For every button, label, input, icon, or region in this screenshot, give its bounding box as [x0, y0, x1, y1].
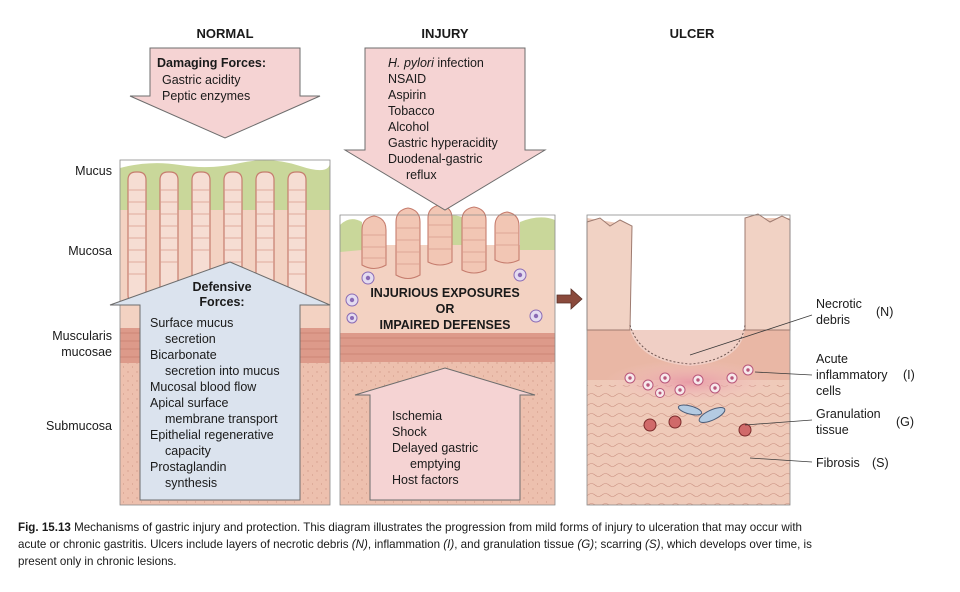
caption-code-g: (G)	[577, 538, 595, 551]
injury-cause-item: Alcohol	[388, 120, 429, 134]
injury-cause-item: NSAID	[388, 72, 426, 86]
host-factor-item: Ischemia	[392, 409, 442, 423]
defensive-forces-title: Forces:	[199, 295, 244, 309]
label-granulation-tissue: tissue	[816, 423, 849, 437]
layer-label-mucosae: mucosae	[61, 345, 112, 359]
label-acute: Acute	[816, 352, 848, 366]
defensive-item: Apical surface	[150, 396, 229, 410]
defensive-item: secretion into mucus	[165, 364, 280, 378]
damaging-forces-title: Damaging Forces:	[157, 56, 266, 70]
injury-cause-item: Gastric hyperacidity	[388, 136, 499, 150]
host-factor-item: emptying	[410, 457, 461, 471]
label-granulation: Granulation	[816, 407, 881, 421]
defensive-item: synthesis	[165, 476, 217, 490]
ulcer-labels: Necrotic debris (N) Acute inflammatory c…	[816, 297, 915, 470]
caption-line: present only in chronic lesions.	[18, 555, 177, 568]
defensive-item: Bicarbonate	[150, 348, 217, 362]
injury-causes-list: NSAID Aspirin Tobacco Alcohol Gastric hy…	[388, 72, 499, 182]
caption-code-n: (N)	[351, 538, 368, 551]
injurious-exposures-label: INJURIOUS EXPOSURES OR IMPAIRED DEFENSES	[370, 286, 519, 332]
defensive-item: capacity	[165, 444, 212, 458]
caption-line: , which develops over time, is	[660, 538, 812, 551]
layer-label-mucosa: Mucosa	[68, 244, 112, 258]
injury-cause-item: Aspirin	[388, 88, 426, 102]
code-g: (G)	[896, 415, 914, 429]
ulcer-tissue-panel	[586, 213, 791, 506]
label-acute-cells: cells	[816, 384, 841, 398]
defensive-item: Mucosal blood flow	[150, 380, 257, 394]
defensive-forces-list: Surface mucus secretion Bicarbonate secr…	[150, 316, 280, 490]
injurious-line: IMPAIRED DEFENSES	[379, 318, 510, 332]
injury-cause-item: Tobacco	[388, 104, 435, 118]
injury-causes-arrow	[343, 47, 547, 211]
h-pylori-label: H. pylori	[388, 56, 435, 70]
heading-injury: INJURY	[421, 26, 469, 41]
host-factor-item: Shock	[392, 425, 427, 439]
label-fibrosis: Fibrosis	[816, 456, 860, 470]
figure-label: Fig. 15.13	[18, 521, 71, 534]
code-n: (N)	[876, 305, 893, 319]
code-s: (S)	[872, 456, 889, 470]
caption-line: , and granulation tissue	[454, 538, 578, 551]
infection-label: infection	[434, 56, 484, 70]
defensive-forces-title: Defensive	[192, 280, 251, 294]
caption-code-s: (S)	[645, 538, 661, 551]
gastric-injury-diagram: NORMAL INJURY ULCER Mucus Mucosa Muscula…	[46, 26, 915, 506]
figure-caption: Fig. 15.13 Mechanisms of gastric injury …	[18, 519, 943, 570]
caption-line: , inflammation	[367, 538, 444, 551]
heading-normal: NORMAL	[196, 26, 253, 41]
defensive-item: Epithelial regenerative	[150, 428, 274, 442]
injurious-line: OR	[436, 302, 455, 316]
progression-arrow	[556, 288, 583, 310]
damaging-forces-arrow	[129, 47, 321, 139]
caption-code-i: (I)	[443, 538, 455, 551]
defensive-item: Surface mucus	[150, 316, 233, 330]
caption-line: Mechanisms of gastric injury and protect…	[74, 521, 802, 534]
heading-ulcer: ULCER	[670, 26, 715, 41]
defensive-forces-arrow	[109, 261, 331, 501]
host-factor-item: Delayed gastric	[392, 441, 478, 455]
label-necrotic: Necrotic	[816, 297, 862, 311]
injury-cause-item: H. pylori infection	[388, 56, 484, 70]
host-factors-list: Ischemia Shock Delayed gastric emptying …	[392, 409, 478, 487]
host-factor-item: Host factors	[392, 473, 459, 487]
layer-label-mucus: Mucus	[75, 164, 112, 178]
defensive-item: secretion	[165, 332, 216, 346]
caption-line: ; scarring	[594, 538, 645, 551]
defensive-item: membrane transport	[165, 412, 278, 426]
host-factors-arrow	[354, 367, 536, 501]
damaging-item: Gastric acidity	[162, 73, 241, 87]
defensive-item: Prostaglandin	[150, 460, 226, 474]
ulcer-leader-lines	[689, 314, 813, 463]
layer-label-submucosa: Submucosa	[46, 419, 112, 433]
label-acute-inflammatory: inflammatory	[816, 368, 888, 382]
label-necrotic-debris: debris	[816, 313, 850, 327]
caption-line: acute or chronic gastritis. Ulcers inclu…	[18, 538, 352, 551]
layer-label-muscularis: Muscularis	[52, 329, 112, 343]
injury-cause-item: reflux	[406, 168, 437, 182]
injury-cause-item: Duodenal-gastric	[388, 152, 483, 166]
damaging-item: Peptic enzymes	[162, 89, 250, 103]
code-i: (I)	[903, 368, 915, 382]
injurious-line: INJURIOUS EXPOSURES	[370, 286, 519, 300]
